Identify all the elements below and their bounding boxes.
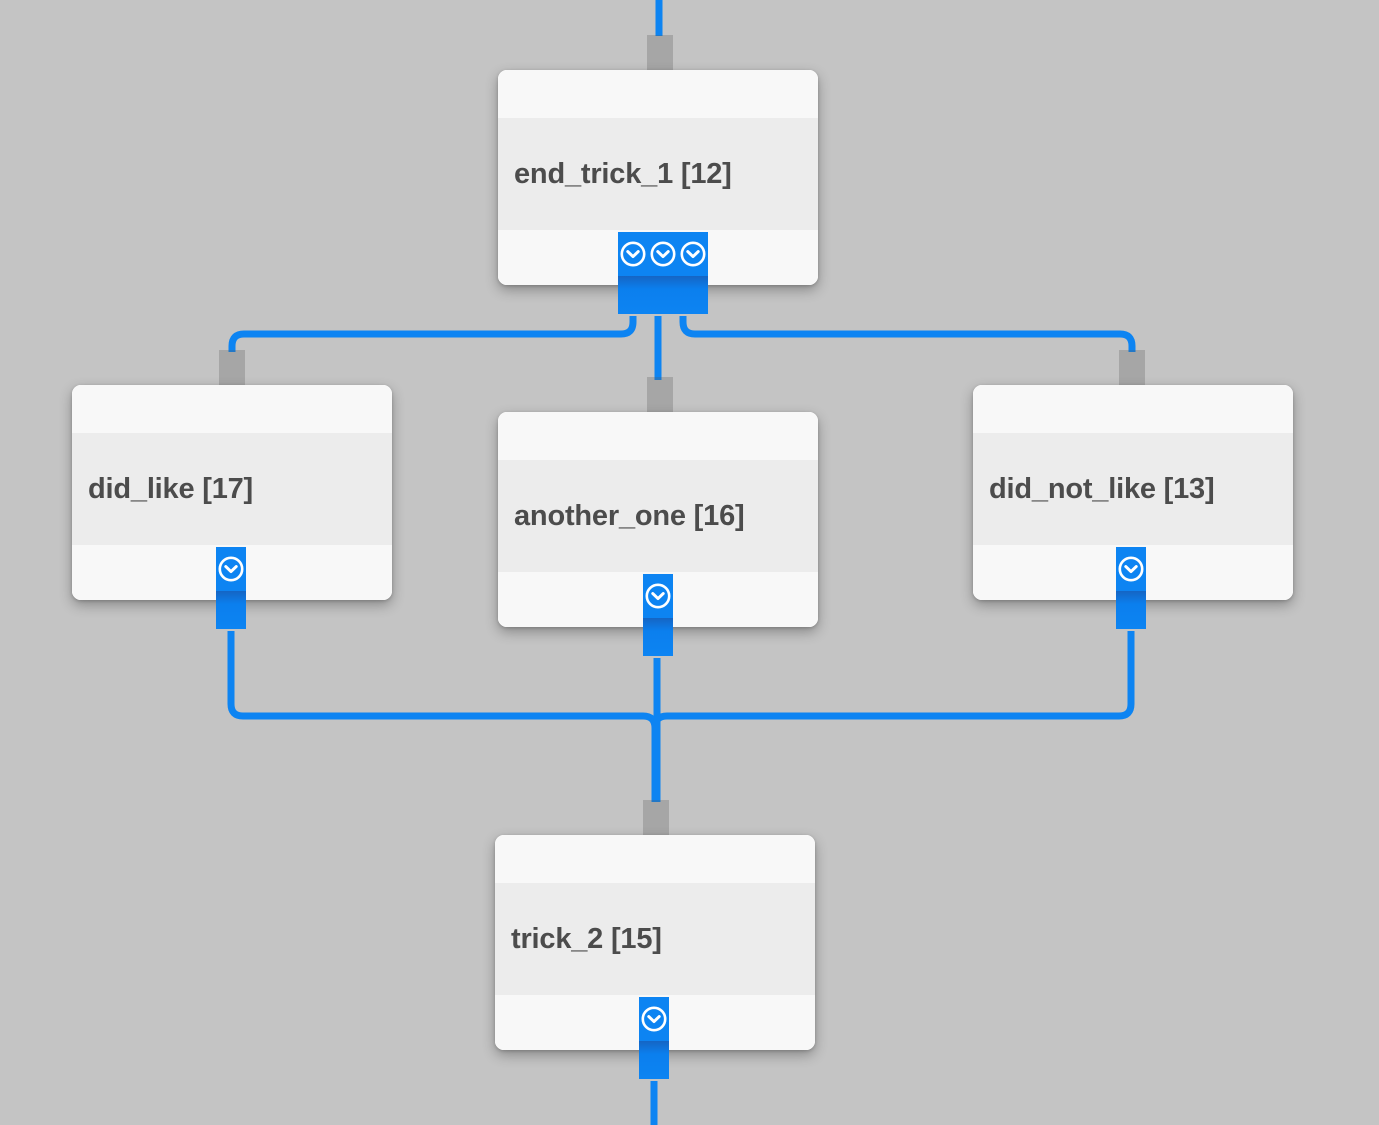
output-port-did_not_like-0[interactable]	[1116, 547, 1146, 629]
node-title-label: did_not_like [13]	[989, 472, 1215, 505]
edge-end_trick_1-to-did_not_like[interactable]	[679, 316, 1136, 352]
output-port-end_trick_1-1[interactable]	[648, 232, 678, 314]
node-title-label: trick_2 [15]	[511, 922, 662, 955]
output-port-end_trick_1-0[interactable]	[618, 232, 648, 314]
node-surface: end_trick_1 [12]	[498, 70, 818, 285]
node-title-label: end_trick_1 [12]	[514, 157, 732, 190]
node-header-strip	[498, 70, 818, 118]
output-port-end_trick_1-2[interactable]	[678, 232, 708, 314]
chevron-down-circle-icon	[645, 583, 671, 609]
chevron-down-circle-icon	[620, 241, 646, 267]
edge-did_not_like-to-trick_2[interactable]	[651, 631, 1135, 802]
node-output-port-group-did_not_like	[1116, 547, 1146, 629]
node-output-port-group-trick_2	[639, 997, 669, 1079]
node-output-port-group-another_one	[643, 574, 673, 656]
node-output-port-group-end_trick_1	[618, 232, 708, 314]
node-body: trick_2 [15]	[495, 883, 815, 995]
node-header-strip	[498, 412, 818, 460]
output-port-trick_2-0[interactable]	[639, 997, 669, 1079]
node-header-strip	[973, 385, 1293, 433]
node-header-strip	[495, 835, 815, 883]
edge-end_trick_1-to-did_like[interactable]	[228, 316, 637, 352]
node-header-strip	[72, 385, 392, 433]
edge-did_like-to-trick_2[interactable]	[227, 631, 659, 802]
node-body: did_not_like [13]	[973, 433, 1293, 545]
chevron-down-circle-icon	[1118, 556, 1144, 582]
chevron-down-circle-icon	[680, 241, 706, 267]
output-port-another_one-0[interactable]	[643, 574, 673, 656]
chevron-down-circle-icon	[641, 1006, 667, 1032]
chevron-down-circle-icon	[650, 241, 676, 267]
node-title-label: did_like [17]	[88, 472, 254, 505]
node-title-label: another_one [16]	[514, 499, 745, 532]
chevron-down-circle-icon	[218, 556, 244, 582]
output-port-did_like-0[interactable]	[216, 547, 246, 629]
node-body: another_one [16]	[498, 460, 818, 572]
node-body: did_like [17]	[72, 433, 392, 545]
graph-node-did_like[interactable]: did_like [17]	[72, 385, 392, 600]
node-output-port-group-did_like	[216, 547, 246, 629]
node-body: end_trick_1 [12]	[498, 118, 818, 230]
